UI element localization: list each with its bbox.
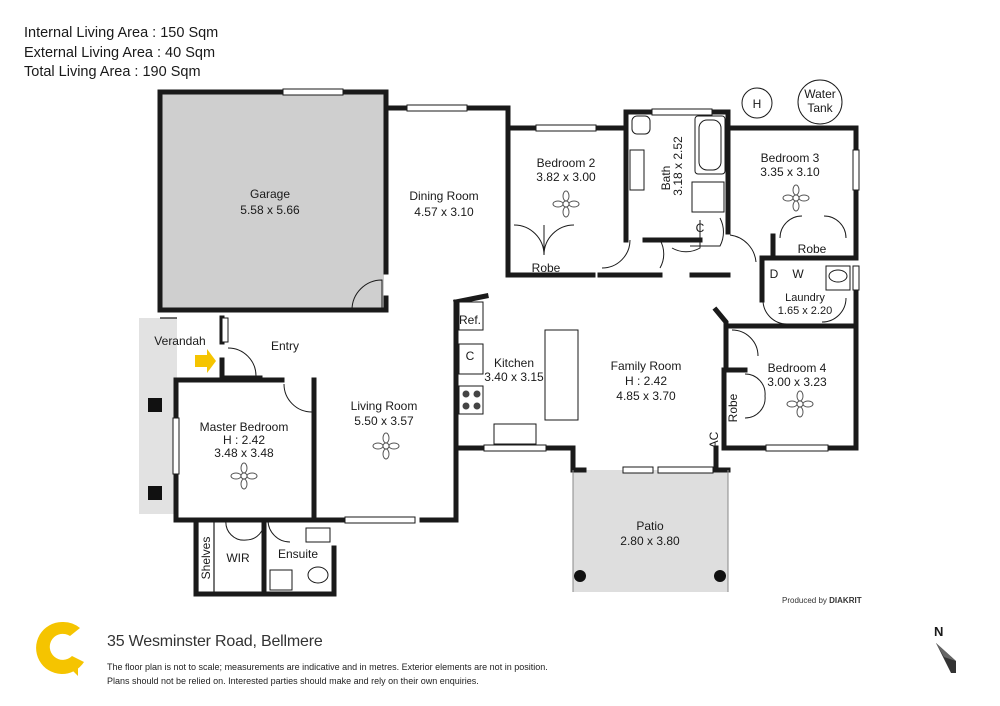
cupboard-label: C — [696, 221, 705, 235]
patio-post — [714, 570, 726, 582]
ref-label: Ref. — [459, 313, 481, 327]
door-swings — [225, 215, 847, 543]
patio-name: Patio — [636, 519, 664, 533]
ceiling-fan-icon — [786, 390, 814, 418]
ceiling-fan-icon — [372, 432, 400, 460]
external-area: External Living Area : 40 Sqm — [24, 44, 216, 61]
water-tank-label-1: Water — [804, 87, 836, 101]
patio-size: 2.80 x 3.80 — [620, 534, 680, 548]
agency-logo-icon — [36, 621, 84, 676]
dining-name: Dining Room — [409, 189, 478, 203]
credit-brand: DIAKRIT — [829, 596, 862, 605]
cooktop-burners — [462, 390, 481, 410]
h-marker — [741, 87, 773, 119]
garage-floor — [162, 94, 384, 310]
wir-label: WIR — [226, 551, 250, 565]
garage-size: 5.58 x 5.66 — [240, 203, 300, 217]
fixtures — [269, 115, 851, 591]
laundry-name: Laundry — [785, 292, 825, 304]
ceiling-fan-icon — [552, 190, 580, 218]
master-name: Master Bedroom — [200, 420, 289, 434]
dryer-label: D — [770, 267, 779, 281]
bath-size: 3.18 x 2.52 — [671, 136, 685, 196]
living-size: 5.50 x 3.57 — [354, 414, 414, 428]
shelves-label: Shelves — [199, 537, 213, 580]
patio-post — [574, 570, 586, 582]
north-label: N — [934, 624, 944, 639]
water-tank — [797, 79, 843, 125]
robe-bed4: Robe — [726, 393, 740, 422]
bed3-name: Bedroom 3 — [761, 151, 820, 165]
ceiling-fan-icon — [230, 462, 258, 490]
windows — [172, 88, 860, 524]
ceiling-fan-icons — [230, 184, 814, 490]
ensuite-label: Ensuite — [278, 547, 318, 561]
disclaimer-line-1: The floor plan is not to scale; measurem… — [107, 662, 548, 672]
family-height: H : 2.42 — [625, 374, 667, 388]
credit-prefix: Produced by — [782, 596, 827, 605]
washer-label: W — [792, 267, 804, 281]
disclaimer-line-2: Plans should not be relied on. Intereste… — [107, 676, 479, 686]
bath-name: Bath — [659, 166, 673, 191]
family-name: Family Room — [611, 359, 682, 373]
family-size: 4.85 x 3.70 — [616, 389, 676, 403]
internal-area: Internal Living Area : 150 Sqm — [24, 25, 219, 41]
ac-label: AC — [707, 431, 721, 448]
master-size: 3.48 x 3.48 — [214, 446, 274, 460]
bed4-name: Bedroom 4 — [768, 361, 827, 375]
living-name: Living Room — [351, 399, 418, 413]
disclaimer: The floor plan is not to scale; measurem… — [107, 660, 548, 688]
bed2-name: Bedroom 2 — [537, 156, 596, 170]
robe-lines — [160, 317, 215, 594]
property-address: 35 Wesminster Road, Bellmere — [107, 633, 323, 650]
north-arrow-icon — [936, 643, 956, 683]
master-height: H : 2.42 — [223, 433, 265, 447]
verandah-post — [148, 486, 162, 500]
kitchen-size: 3.40 x 3.15 — [484, 370, 544, 384]
robe-bed3: Robe — [798, 242, 827, 256]
pantry-label: C — [466, 349, 475, 363]
total-area: Total Living Area : 190 Sqm — [24, 64, 201, 80]
bed2-size: 3.82 x 3.00 — [536, 170, 596, 184]
garage-name: Garage — [250, 187, 290, 201]
entry-label: Entry — [271, 339, 299, 353]
producer-credit: Produced by DIAKRIT — [782, 596, 862, 605]
bed3-size: 3.35 x 3.10 — [760, 165, 820, 179]
ceiling-fan-icon — [782, 184, 810, 212]
entry-arrow-icon — [195, 349, 216, 373]
north-compass: N — [930, 624, 958, 683]
water-tank-label-2: Tank — [807, 101, 833, 115]
robe-bed2: Robe — [532, 261, 561, 275]
area-summary: Internal Living Area : 150 Sqm External … — [24, 24, 218, 83]
kitchen-name: Kitchen — [494, 356, 534, 370]
dining-size: 4.57 x 3.10 — [414, 205, 474, 219]
laundry-size: 1.65 x 2.20 — [778, 305, 832, 317]
verandah-floor — [139, 318, 177, 514]
verandah-post — [148, 398, 162, 412]
h-marker-label: H — [753, 97, 762, 111]
patio-floor — [573, 470, 728, 592]
verandah-label: Verandah — [154, 334, 205, 348]
bed4-size: 3.00 x 3.23 — [767, 375, 827, 389]
